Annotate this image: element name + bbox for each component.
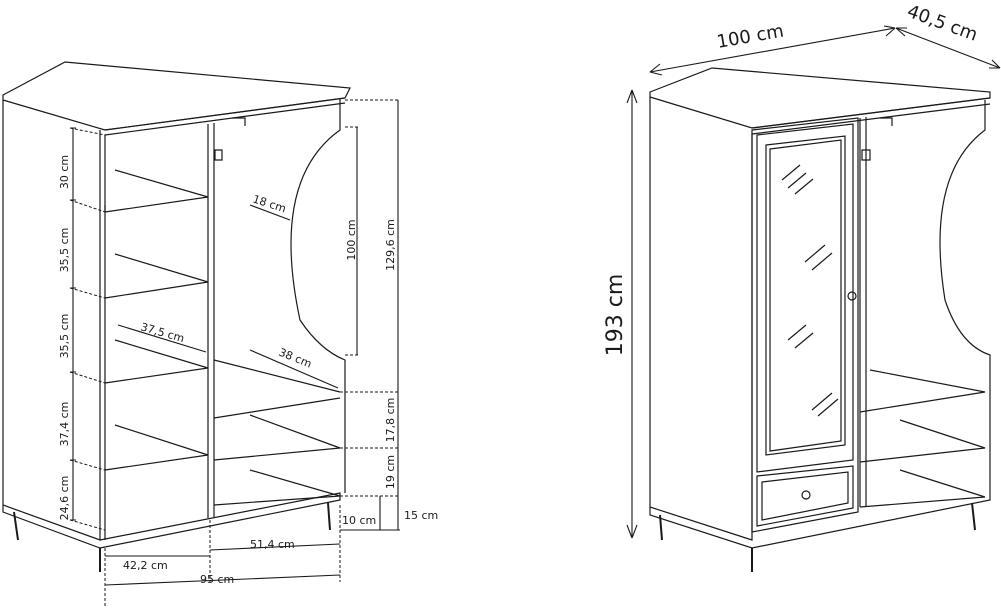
left-rail-hook <box>214 117 246 161</box>
right-curve-cutout <box>939 100 991 490</box>
dim-height-193: 193 cm <box>603 274 628 357</box>
dim-37: 37,4 cm <box>58 402 71 447</box>
left-side-panel <box>2 100 101 541</box>
left-wardrobe-drawing: 30 cm 35,5 cm 35,5 cm 37,4 cm 24,6 cm 37… <box>2 61 438 608</box>
width-arrow <box>649 27 896 73</box>
left-plinth <box>2 492 341 549</box>
right-wardrobe-drawing: 100 cm 40,5 cm 193 cm <box>603 1 1001 572</box>
dim-95: 95 cm <box>200 573 234 586</box>
shelf-depth-right-line <box>249 349 339 389</box>
dim-19: 19 cm <box>384 455 397 489</box>
drawer <box>756 465 854 527</box>
shelf-depth-left-line <box>117 324 207 353</box>
dim-38: 38 cm <box>277 346 314 371</box>
left-divider <box>207 123 215 518</box>
dim-17-8: 17,8 cm <box>384 398 397 443</box>
dim-depth-40-5: 40,5 cm <box>904 1 980 46</box>
dim-35b: 35,5 cm <box>58 314 71 359</box>
right-legs <box>659 502 976 572</box>
mirror-reflection-lines <box>781 164 839 417</box>
bottom-width-split-line <box>105 543 341 557</box>
dim-51: 51,4 cm <box>250 538 295 551</box>
dim-width-100: 100 cm <box>715 21 785 53</box>
dim-15: 15 cm <box>404 509 438 522</box>
left-curve-cutout <box>290 98 346 493</box>
mirror-door <box>751 117 859 533</box>
right-side-panel <box>649 97 753 541</box>
bottom-total-width-line <box>104 574 341 586</box>
dim-35a: 35,5 cm <box>58 228 71 273</box>
dim-30: 30 cm <box>58 155 71 189</box>
dim-129: 129,6 cm <box>384 219 397 271</box>
left-top-panel <box>2 61 351 131</box>
mirror-panel <box>765 135 846 456</box>
cutout-depth-line <box>249 204 291 221</box>
dim-37-5: 37,5 cm <box>139 320 186 345</box>
dim-10: 10 cm <box>342 514 376 527</box>
dim-42: 42,2 cm <box>123 559 168 572</box>
drawer-knob <box>801 490 811 500</box>
depth-arrow <box>895 27 1001 69</box>
dim-100: 100 cm <box>345 219 358 260</box>
door-knob <box>847 291 857 301</box>
dim-24: 24,6 cm <box>58 476 71 521</box>
left-legs <box>13 502 331 572</box>
